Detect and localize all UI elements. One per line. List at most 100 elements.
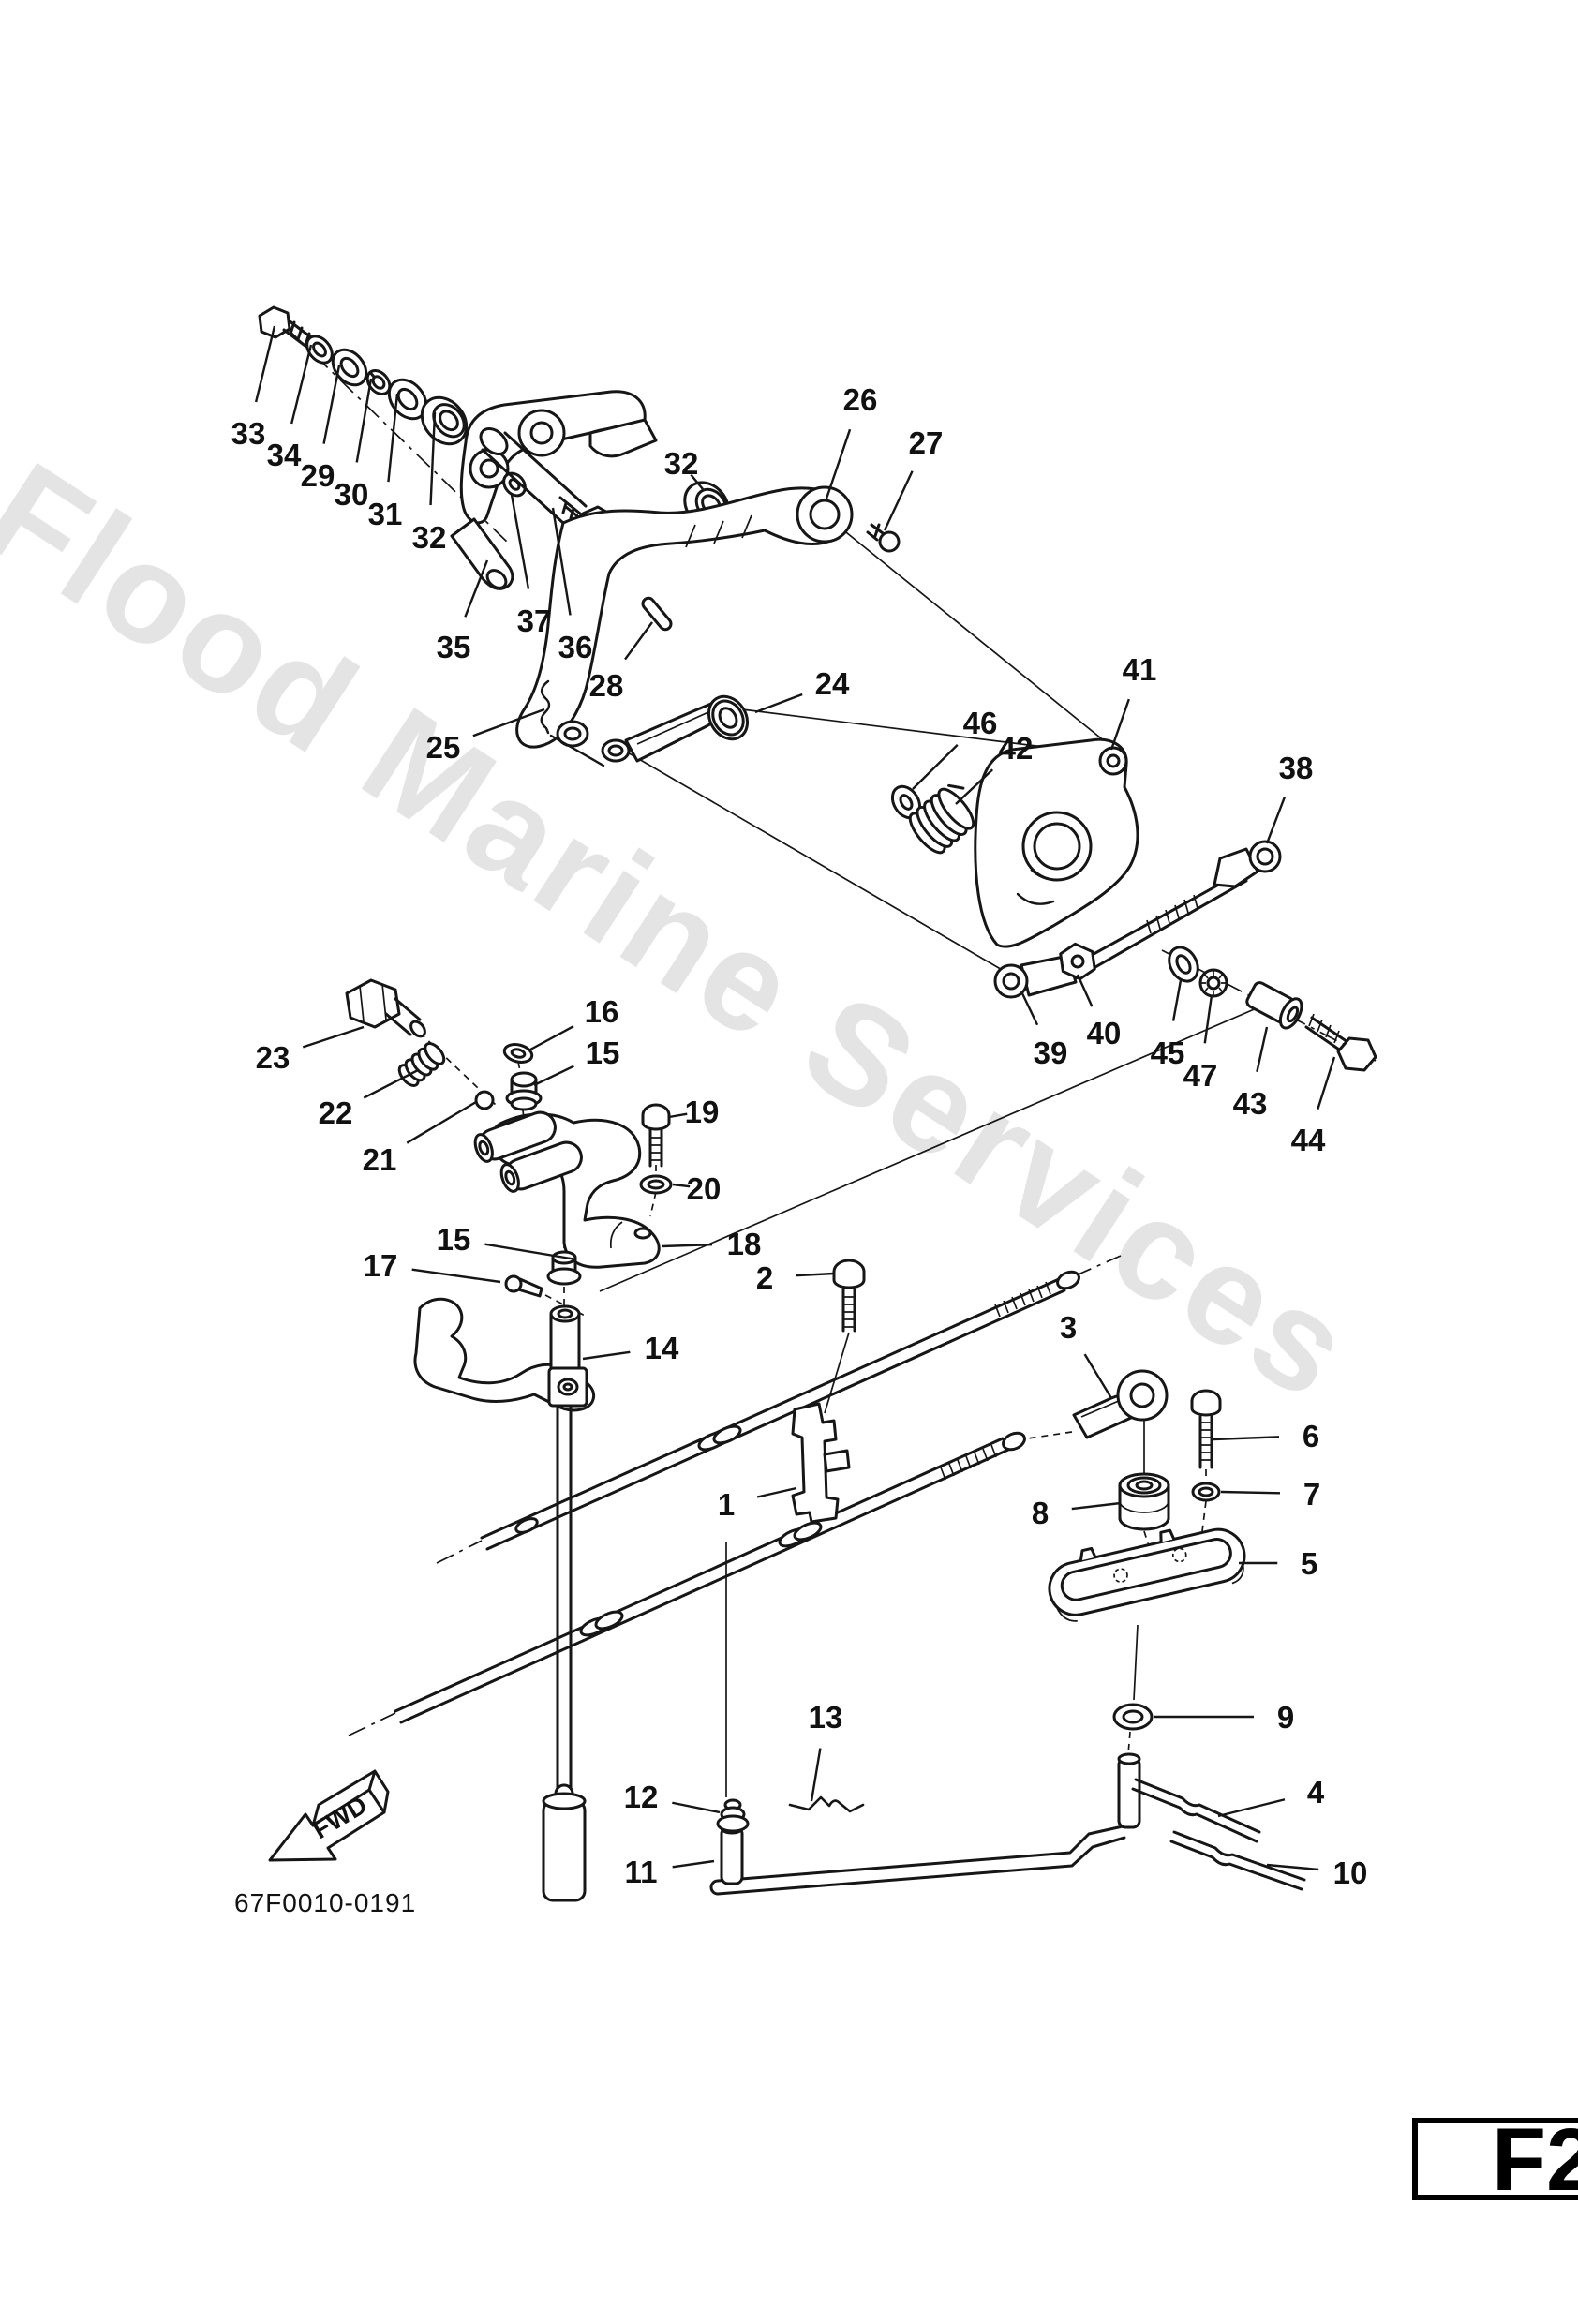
leader-line-31 (387, 393, 399, 483)
leader-line-6 (1213, 1436, 1280, 1441)
cam-pivot-boss (1098, 746, 1128, 776)
leader-line-43 (1256, 1026, 1269, 1073)
ball-joint-38 (1248, 840, 1282, 873)
part-callout-26: 26 (843, 382, 878, 417)
leader-line-23 (302, 1025, 365, 1049)
leader-line-32 (429, 411, 437, 506)
leader-line-10 (1266, 1863, 1319, 1871)
leader-line-15 (533, 1065, 574, 1087)
throttle-cables (394, 1270, 1080, 1724)
shift-lever-26 (479, 427, 901, 767)
part-callout-9: 9 (1277, 1700, 1294, 1735)
leader-line-3 (1083, 1353, 1113, 1399)
clip-13 (788, 1795, 865, 1813)
part-callout-15: 15 (586, 1035, 620, 1070)
part-callout-1: 1 (718, 1487, 735, 1522)
bolt-44 (1304, 1013, 1377, 1072)
washer-46 (890, 784, 922, 820)
screw-27 (866, 523, 901, 553)
spring-22 (397, 1042, 446, 1087)
part-callout-43: 43 (1233, 1086, 1268, 1121)
part-callout-20: 20 (687, 1171, 722, 1206)
rod-10 (1169, 1830, 1306, 1891)
pin-11 (720, 1825, 744, 1885)
leader-line-39 (1020, 991, 1039, 1026)
part-callout-27: 27 (909, 425, 944, 460)
leader-line-20 (672, 1183, 691, 1188)
part-callout-34: 34 (267, 438, 302, 472)
part-callout-13: 13 (809, 1700, 843, 1735)
leader-line-38 (1265, 797, 1286, 844)
link-roller-24 (624, 694, 750, 763)
cable-clamp-1 (791, 1402, 851, 1524)
part-callout-25: 25 (426, 730, 461, 765)
part-callout-32: 32 (664, 446, 699, 481)
part-callout-7: 7 (1303, 1477, 1320, 1512)
leader-line-2 (796, 1272, 835, 1277)
leader-line-29 (322, 365, 341, 444)
bolt-19 (641, 1103, 671, 1168)
bushing-15a (505, 1071, 543, 1111)
part-callout-24: 24 (815, 666, 850, 701)
part-callout-42: 42 (999, 731, 1034, 766)
part-callout-10: 10 (1333, 1855, 1368, 1890)
part-callout-8: 8 (1032, 1496, 1049, 1530)
part-callout-2: 2 (756, 1260, 773, 1295)
leader-line-15 (484, 1243, 577, 1261)
leader-line-14 (582, 1350, 631, 1361)
bolt-6 (1190, 1389, 1222, 1469)
leader-line-47 (1203, 994, 1213, 1044)
shift-rod-assembly (709, 1752, 1306, 1896)
washer-37 (502, 471, 527, 498)
sleeve-43 (1245, 981, 1303, 1030)
part-callout-14: 14 (645, 1331, 679, 1365)
leader-line-27 (883, 470, 914, 531)
bolt-33 (258, 305, 291, 339)
part-callout-16: 16 (585, 994, 619, 1029)
part-callout-12: 12 (624, 1780, 659, 1814)
washer-34 (305, 335, 334, 365)
leader-line-37 (510, 494, 530, 589)
bolt-2 (832, 1259, 866, 1333)
leader-line-16 (529, 1025, 574, 1051)
leader-line-26 (824, 428, 852, 502)
leader-line-12 (672, 1801, 721, 1814)
part-callout-3: 3 (1060, 1310, 1077, 1345)
lever-shaft-end (479, 427, 509, 455)
spring-42 (908, 783, 975, 855)
leader-line-4 (1217, 1798, 1286, 1818)
part-callout-31: 31 (368, 497, 403, 531)
washer-29 (331, 348, 368, 387)
part-callout-44: 44 (1291, 1123, 1326, 1157)
fwd-indicator: FWD (268, 1769, 390, 1862)
washer-20 (639, 1174, 673, 1195)
leader-line-13 (810, 1748, 822, 1802)
leader-line-21 (406, 1100, 477, 1144)
part-callout-41: 41 (1123, 652, 1157, 687)
leader-line-24 (754, 693, 803, 714)
leader-line-8 (1071, 1501, 1122, 1511)
bushing-8 (1118, 1472, 1170, 1531)
magneto-arm-14 (413, 1297, 595, 1902)
part-callout-36: 36 (558, 630, 593, 664)
spacer-cylinder-35 (450, 517, 514, 590)
leader-line-45 (1171, 979, 1183, 1021)
leader-line-28 (624, 621, 653, 661)
washer-9 (1112, 1703, 1154, 1731)
detent-hook-25 (540, 679, 605, 767)
leader-line-11 (672, 1859, 715, 1869)
leader-line-1 (756, 1486, 797, 1498)
throttle-cam-41 (890, 737, 1139, 948)
page-ref-label: F2 (1492, 2110, 1578, 2210)
leader-line-18 (661, 1243, 713, 1248)
part-callout-21: 21 (363, 1142, 397, 1177)
link-joint-3 (1072, 1369, 1169, 1439)
leader-line-44 (1317, 1056, 1336, 1110)
throttle-arm-18 (473, 1043, 673, 1298)
part-callout-33: 33 (231, 416, 266, 451)
part-callout-30: 30 (335, 477, 369, 512)
part-callout-32: 32 (412, 520, 447, 555)
cable-anchor-5 (1048, 1527, 1246, 1622)
